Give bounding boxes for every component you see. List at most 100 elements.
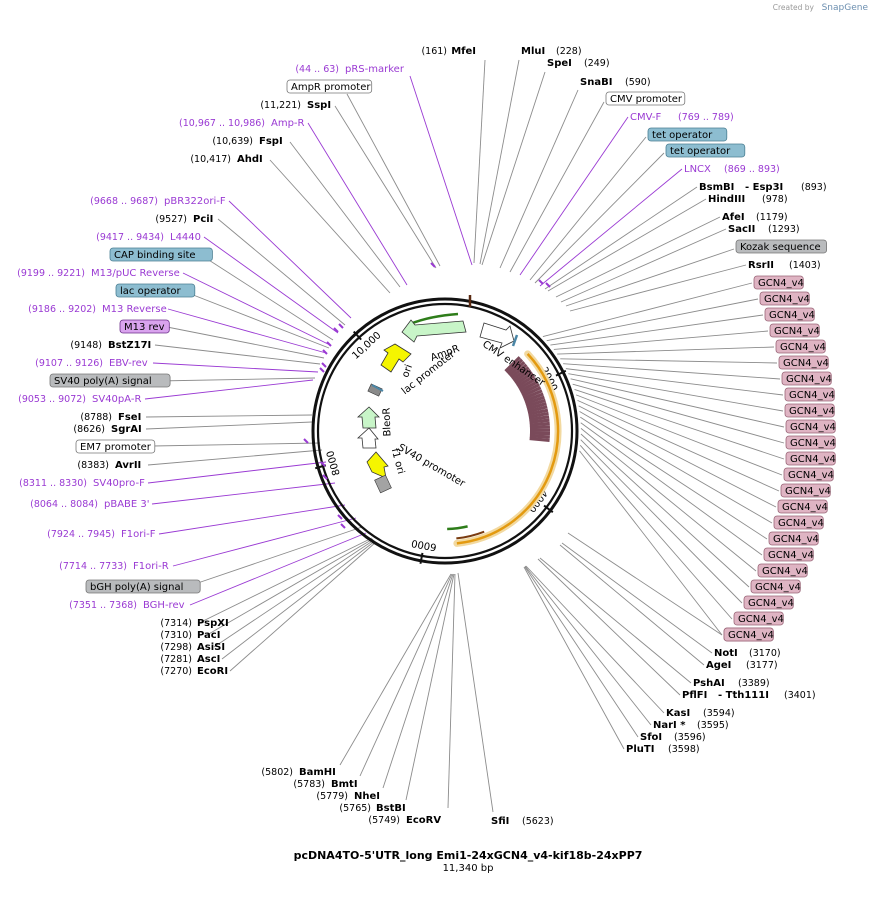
site-noti: NotI [714, 648, 738, 659]
gcn4-label-12-box [785, 451, 836, 466]
gcn4-label-8-box [784, 387, 835, 402]
site-sfoi-pos: (3596) [674, 732, 706, 743]
leader-gcn4-4 [553, 330, 769, 350]
primer-pbabe: pBABE 3' [104, 499, 150, 510]
leader-gcn4-5 [557, 346, 775, 355]
leader-nhei [382, 573, 454, 789]
gcn4-repeat-block [509, 363, 528, 379]
site-nhei: NheI [354, 791, 380, 802]
site-pcii-pos: (9527) [155, 214, 187, 225]
leader-gcn4-12 [574, 389, 785, 460]
primer-site-mark [326, 341, 332, 347]
gcn4-label-11: GCN4_v4 [790, 438, 836, 449]
site-mlui: MluI [521, 46, 545, 57]
leader-sgrai [145, 421, 313, 430]
primer-site-mark [322, 474, 328, 480]
site-pluti: PluTI [626, 744, 654, 755]
feature-ampr-promoter: AmpR promoter [291, 82, 371, 93]
primer-ebv-rev-range: (9107 .. 9126) [35, 358, 103, 369]
site-kasi: KasI [666, 708, 690, 719]
leader-amp-r [307, 122, 408, 286]
ring-tick-label: 6000 [410, 537, 437, 552]
gcn4-repeat-block [516, 374, 536, 388]
primer-f1ori-r: F1ori-R [133, 561, 169, 572]
gcn4-repeat-block [529, 425, 550, 430]
site-afei-pos: (1179) [756, 212, 788, 223]
leader-fspi [289, 141, 401, 288]
site-pspxi-pos: (7314) [160, 618, 192, 629]
cmv-enhancer-arrow [479, 322, 515, 349]
primer-f1ori-f: F1ori-F [121, 529, 156, 540]
feature-lac-operator-box [115, 283, 196, 298]
gcn4-label-11-box [785, 435, 836, 450]
snapgene-brand: SnapGene [822, 3, 869, 13]
feature-kozak-box [735, 239, 827, 254]
gcn4-repeat-block [528, 411, 549, 419]
primer-cmv-f-range: (769 .. 789) [678, 112, 734, 123]
leader-gcn4-6 [560, 358, 778, 364]
leader-gcn4-7 [563, 363, 781, 380]
gcn4-repeat-block [513, 368, 532, 384]
map-length: 11,340 bp [443, 863, 494, 874]
primer-lncx-range: (869 .. 893) [724, 164, 780, 175]
site-hindiii: HindIII [708, 194, 745, 205]
leader-gcn4-23 [579, 450, 723, 636]
gcn4-label-16: GCN4_v4 [778, 518, 824, 529]
site-pshai: PshAI [693, 678, 725, 689]
gcn4-label-8: GCN4_v4 [789, 390, 835, 401]
leader-gcn4-18 [580, 422, 763, 556]
leader-tet-1 [529, 136, 647, 281]
feature-bgh-polya: bGH poly(A) signal [90, 582, 183, 593]
leader-ebv-rev [152, 362, 319, 373]
lac-promoter-block [367, 383, 383, 397]
site-asisi-pos: (7298) [160, 642, 192, 653]
leader-asisi [213, 539, 375, 648]
gcn4-label-19-box [757, 563, 808, 578]
leader-cmv-f [519, 116, 629, 276]
primer-site-mark [430, 262, 436, 268]
gcn4-label-13-box [783, 467, 834, 482]
gcn4-repeat-block [529, 434, 550, 439]
gcn4-repeat-block [504, 356, 521, 373]
gcn4-repeat-block [527, 408, 549, 416]
gcn4-label-2: GCN4_v4 [764, 294, 810, 305]
primer-sv40pro-f: SV40pro-F [93, 478, 145, 489]
gcn4-label-13: GCN4_v4 [788, 470, 834, 481]
primer-site-mark [338, 323, 344, 329]
primer-sv40pa-r-range: (9053 .. 9072) [18, 394, 86, 405]
leader-fsei [145, 414, 313, 418]
site-rsrii: RsrII [748, 260, 774, 271]
site-nhei-pos: (5779) [316, 791, 348, 802]
gcn4-label-12: GCN4_v4 [790, 454, 836, 465]
site-bsmbi: BsmBI [699, 182, 734, 193]
leader-bgh-rev [189, 532, 367, 606]
feature-tet-operator-1-box [647, 127, 728, 142]
gcn4-repeat-block [529, 436, 550, 442]
leader-sv40pro-f [147, 461, 327, 484]
gcn4-label-6-box [778, 355, 829, 370]
gcn4-label-24: GCN4_v4 [728, 630, 774, 641]
site-paci: PacI [197, 630, 220, 641]
site-tth111i: - Tth111I [718, 690, 769, 701]
gcn4-repeat-block [529, 421, 550, 427]
feature-tet-operator-1: tet operator [652, 130, 713, 141]
site-asci-pos: (7281) [160, 654, 192, 665]
leader-em7 [152, 442, 321, 447]
site-agei-pos: (3177) [746, 660, 778, 671]
leader-paci [206, 538, 374, 636]
leader-bstz17i [154, 344, 321, 365]
leader-gcn4-3 [550, 314, 764, 346]
site-hindiii-pos: (978) [762, 194, 788, 205]
leader-bstbi [405, 573, 455, 801]
site-pluti-pos: (3598) [668, 744, 700, 755]
gcn4-label-6: GCN4_v4 [783, 358, 829, 369]
leader-sfoi [524, 566, 639, 738]
site-bstbi-pos: (5765) [339, 803, 371, 814]
site-avrii: AvrII [115, 460, 141, 471]
map-title: pcDNA4TO-5'UTR_long Emi1-24xGCN4_v4-kif1… [294, 849, 643, 862]
leader-gcn4-16 [579, 411, 773, 524]
leader-gcn4-8 [565, 368, 784, 396]
site-fspi-pos: (10,639) [212, 136, 253, 147]
gcn4-label-22-box [733, 611, 784, 626]
gcn4-label-7: GCN4_v4 [786, 374, 832, 385]
